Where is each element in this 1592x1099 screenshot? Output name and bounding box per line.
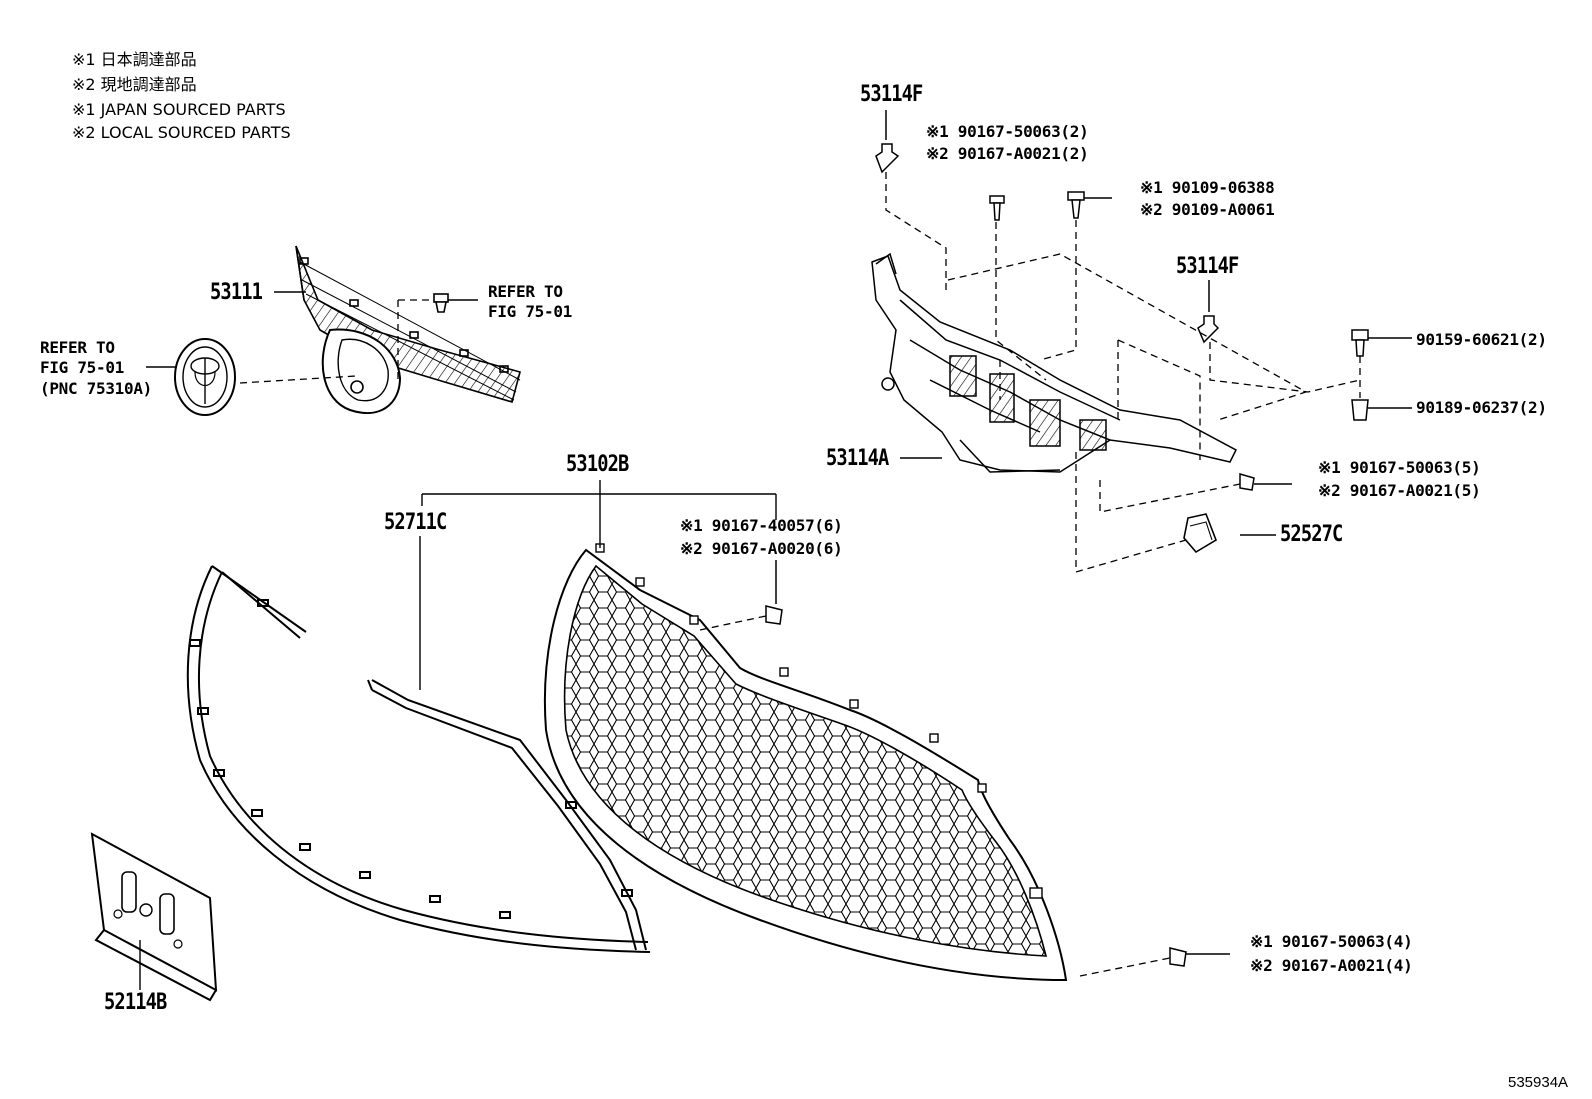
refer-right-line-2: FIG 75-01: [488, 302, 572, 321]
bolt-b-line-2: ※2 90109-A0061: [1140, 200, 1275, 219]
bolt-b-line-1: ※1 90109-06388: [1140, 178, 1275, 197]
bolt-a-line-1: ※1 90167-50063(2): [926, 122, 1089, 141]
fastener-clips: [765, 110, 1412, 967]
upper-clip: [433, 293, 478, 313]
bolt-c-label: 90159-60621(2): [1416, 330, 1547, 349]
refer-left-line-3: (PNC 75310A): [40, 379, 152, 398]
refer-left-line-2: FIG 75-01: [40, 358, 124, 377]
legend-line-2: ※2 現地調達部品: [72, 75, 197, 94]
bolt-g-line-1: ※1 90167-50063(4): [1250, 932, 1413, 951]
bolt-f-line-1: ※1 90167-40057(6): [680, 516, 843, 535]
leader-lines: [139, 291, 1276, 990]
radiator-grille-53102b: [543, 543, 1068, 982]
bolt-f-line-2: ※2 90167-A0020(6): [680, 539, 843, 558]
label-53114a: 53114A: [826, 446, 889, 471]
label-53102b: 53102B: [566, 452, 629, 477]
bolt-a-line-2: ※2 90167-A0021(2): [926, 144, 1089, 163]
cover-52527c: [1183, 513, 1217, 554]
label-53111: 53111: [210, 280, 263, 305]
label-53114f-top: 53114F: [860, 82, 923, 107]
label-53114f-mid: 53114F: [1176, 254, 1239, 279]
label-52114b: 52114B: [104, 990, 167, 1015]
grille-molding-52711c: [186, 565, 651, 953]
legend-line-3: ※1 JAPAN SOURCED PARTS: [72, 100, 286, 119]
label-52711c: 52711C: [384, 510, 447, 535]
emblem-reference: [174, 338, 236, 416]
license-plate-bracket-52114b: [90, 832, 218, 1002]
label-52527c: 52527C: [1280, 522, 1343, 547]
bolt-d-label: 90189-06237(2): [1416, 398, 1547, 417]
refer-left-line-1: REFER TO: [40, 338, 115, 357]
legend-line-1: ※1 日本調達部品: [72, 50, 197, 69]
bolt-e-line-2: ※2 90167-A0021(5): [1318, 481, 1481, 500]
absorber-53114a: [871, 252, 1237, 473]
legend-line-4: ※2 LOCAL SOURCED PARTS: [72, 123, 291, 142]
dashed-lines: [239, 172, 1361, 977]
upper-grille-53111: [295, 245, 521, 415]
refer-right-line-1: REFER TO: [488, 282, 563, 301]
bolt-e-line-1: ※1 90167-50063(5): [1318, 458, 1481, 477]
bolt-g-line-2: ※2 90167-A0021(4): [1250, 956, 1413, 975]
drawing-code: 535934A: [1508, 1074, 1569, 1091]
